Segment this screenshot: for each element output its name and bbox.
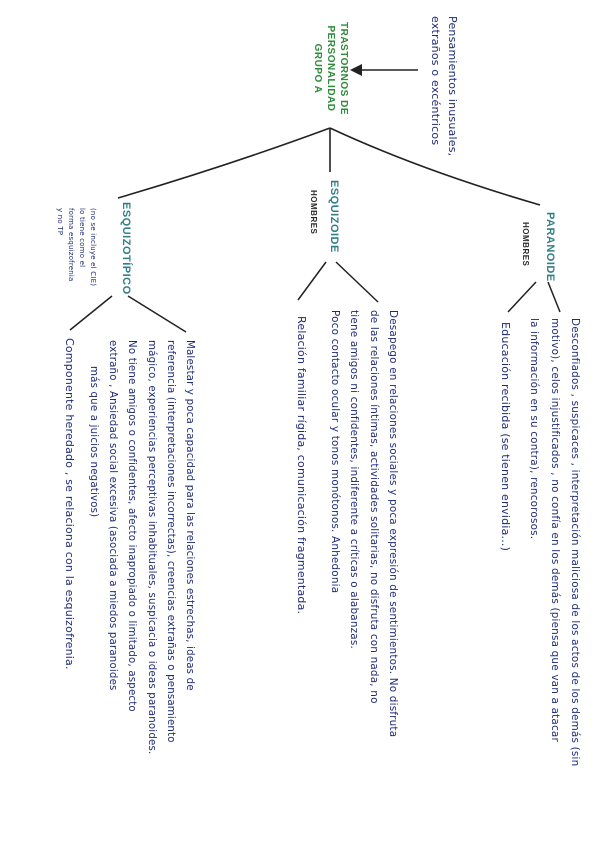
- branch-to-esquizotipico: [117, 127, 331, 199]
- esquizotipico-to-desc: [127, 295, 187, 333]
- esquizotipico-desc-line: referencia (interpretaciones incorrectas…: [164, 340, 176, 743]
- arrow-head: [350, 64, 362, 76]
- intro-text: Pensamientos inusuales, extraños o excén…: [429, 16, 459, 157]
- esquizotipico-desc-line: más que a juicios negativos): [87, 366, 99, 518]
- esquizoide-to-cause: [297, 261, 327, 301]
- note-line: lo tiene como el: [78, 208, 86, 268]
- paranoide-to-desc: [547, 281, 561, 313]
- esquizoide-cause: Relación familiar rígida, comunicación f…: [295, 316, 308, 615]
- paranoide-desc-line: Desconfiados , suspicaces , interpretaci…: [569, 318, 581, 767]
- esquizoide-to-desc: [335, 261, 379, 303]
- esquizoide-subtitle: HOMBRES: [309, 190, 318, 235]
- esquizoide-desc-line: Poco contacto ocular y tonos monótonos. …: [328, 310, 341, 594]
- note-line: (no se incluye el CIE): [89, 208, 97, 287]
- note-line: forma esquizofrenia: [67, 208, 75, 282]
- paranoide-cause: Educación recibida (se tienen envidia...…: [499, 322, 512, 552]
- esquizoide-desc-line: de las relaciones íntimas, actividades s…: [367, 310, 380, 704]
- esquizotipico-desc-line: mágico, experiencias perceptivas inhabit…: [145, 340, 157, 755]
- esquizotipico-to-cause: [69, 295, 113, 331]
- paranoide-title: Paranoide: [544, 212, 556, 282]
- paranoide-subtitle: HOMBRES: [521, 222, 530, 267]
- title-line-3: GRUPO A: [312, 43, 323, 94]
- paranoide-desc-line: la información en su contra), rencorosos…: [528, 318, 541, 540]
- esquizoide-description: Desapego en relaciones sociales y poca e…: [328, 310, 399, 738]
- esquizotipico-note: (no se incluye el CIE) lo tiene como el …: [56, 208, 97, 287]
- esquizotipico-desc-line: extraño , Ansiedad social excesiva (asoc…: [107, 340, 119, 691]
- intro-line-2: extraños o excéntricos: [429, 16, 442, 146]
- paranoide-description: Desconfiados , suspicaces , interpretaci…: [528, 318, 581, 767]
- intro-line-1: Pensamientos inusuales,: [446, 16, 459, 157]
- paranoide-desc-line: motivo), celos injustificados , no confí…: [548, 318, 561, 742]
- esquizotipico-cause: Componente heredado , se relaciona con l…: [63, 338, 76, 670]
- esquizotipico-desc-line: Malestar y poca capacidad para las relac…: [184, 340, 195, 691]
- title-line-2: PERSONALIDAD: [325, 25, 336, 112]
- esquizoide-desc-line: tiene amigos ni confidentes, indiferente…: [348, 310, 361, 649]
- title-line-1: TRASTORNOS DE: [338, 22, 349, 115]
- branch-to-paranoide: [329, 127, 541, 206]
- esquizotipico-title: Esquizotípico: [120, 202, 132, 295]
- note-line: y no TP: [56, 208, 64, 236]
- esquizotipico-description: Malestar y poca capacidad para las relac…: [87, 340, 195, 755]
- paranoide-to-cause: [507, 281, 537, 313]
- esquizoide-title: Esquizoide: [328, 180, 340, 253]
- esquizotipico-desc-line: No tiene amigos o confidentes, afecto in…: [126, 340, 138, 712]
- esquizoide-desc-line: Desapego en relaciones sociales y poca e…: [387, 310, 399, 738]
- main-title: TRASTORNOS DE PERSONALIDAD GRUPO A: [312, 22, 349, 115]
